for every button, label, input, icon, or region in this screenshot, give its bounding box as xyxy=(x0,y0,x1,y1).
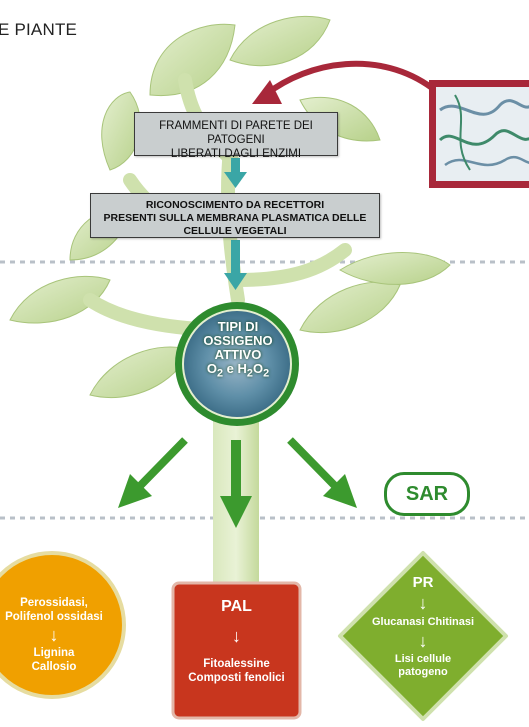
pathogen-fragments-box: FRAMMENTI DI PARETE DEI PATOGENI LIBERAT… xyxy=(134,112,338,160)
oxygen-orb xyxy=(182,309,292,419)
left-node-top2: Polifenol ossidasi xyxy=(5,611,103,623)
red-arrow-head xyxy=(252,80,282,104)
pal-bottom2: Composti fenolici xyxy=(188,672,285,684)
left-node-circle xyxy=(0,551,126,699)
oxygen-line1: TIPI DI xyxy=(217,319,259,334)
pal-title: PAL xyxy=(221,598,252,615)
sar-badge: SAR xyxy=(384,472,470,516)
pal-node-box xyxy=(171,581,302,720)
arrow-down-icon: ↓ xyxy=(418,593,428,613)
box2-line2: PRESENTI SULLA MEMBRANA PLASMATICA DELLE xyxy=(103,212,367,224)
oxygen-label: TIPI DI OSSIGENO ATTIVO O2 e H2O2 xyxy=(178,320,298,381)
pr-bottom1: Lisi cellule xyxy=(394,653,452,665)
left-node-top1: Perossidasi, xyxy=(20,597,88,609)
pr-title: PR xyxy=(412,574,434,591)
oxygen-line3: ATTIVO xyxy=(214,347,262,362)
receptor-recognition-box: RICONOSCIMENTO DA RECETTORI PRESENTI SUL… xyxy=(90,193,380,238)
box2-line1: RICONOSCIMENTO DA RECETTORI xyxy=(145,199,325,211)
oxygen-line2: OSSIGENO xyxy=(203,333,273,348)
green-arrows xyxy=(118,437,357,528)
oxygen-formula: O2 e H2O2 xyxy=(206,361,270,380)
red-curved-arrow xyxy=(262,60,435,98)
arrow-down-icon: ↓ xyxy=(232,626,241,646)
box2-line3: CELLULE VEGETALI xyxy=(183,225,287,237)
teal-arrows xyxy=(224,158,247,290)
pal-bottom1: Fitoalessine xyxy=(203,658,270,670)
protein-structure-image xyxy=(429,80,529,188)
arrow-down-icon: ↓ xyxy=(49,625,59,645)
left-node-bottom2: Callosio xyxy=(31,661,77,673)
pr-middle: Glucanasi Chitinasi xyxy=(371,616,475,628)
pr-node-text: PR ↓ Glucanasi Chitinasi ↓ Lisi cellule … xyxy=(358,574,488,679)
left-node-bottom1: Lignina xyxy=(33,647,75,659)
arrow-down-icon: ↓ xyxy=(418,631,428,651)
box1-line1: FRAMMENTI DI PARETE DEI PATOGENI xyxy=(159,120,313,146)
pr-node-diamond xyxy=(338,551,508,721)
box1-line2: LIBERATI DAGLI ENZIMI xyxy=(170,148,302,160)
pal-node-text: PAL ↓ Fitoalessine Composti fenolici xyxy=(173,597,300,685)
left-node-text: Perossidasi, Polifenol ossidasi ↓ Lignin… xyxy=(0,596,116,674)
page-title: E PIANTE xyxy=(0,20,78,39)
pr-bottom2: patogeno xyxy=(398,666,448,678)
